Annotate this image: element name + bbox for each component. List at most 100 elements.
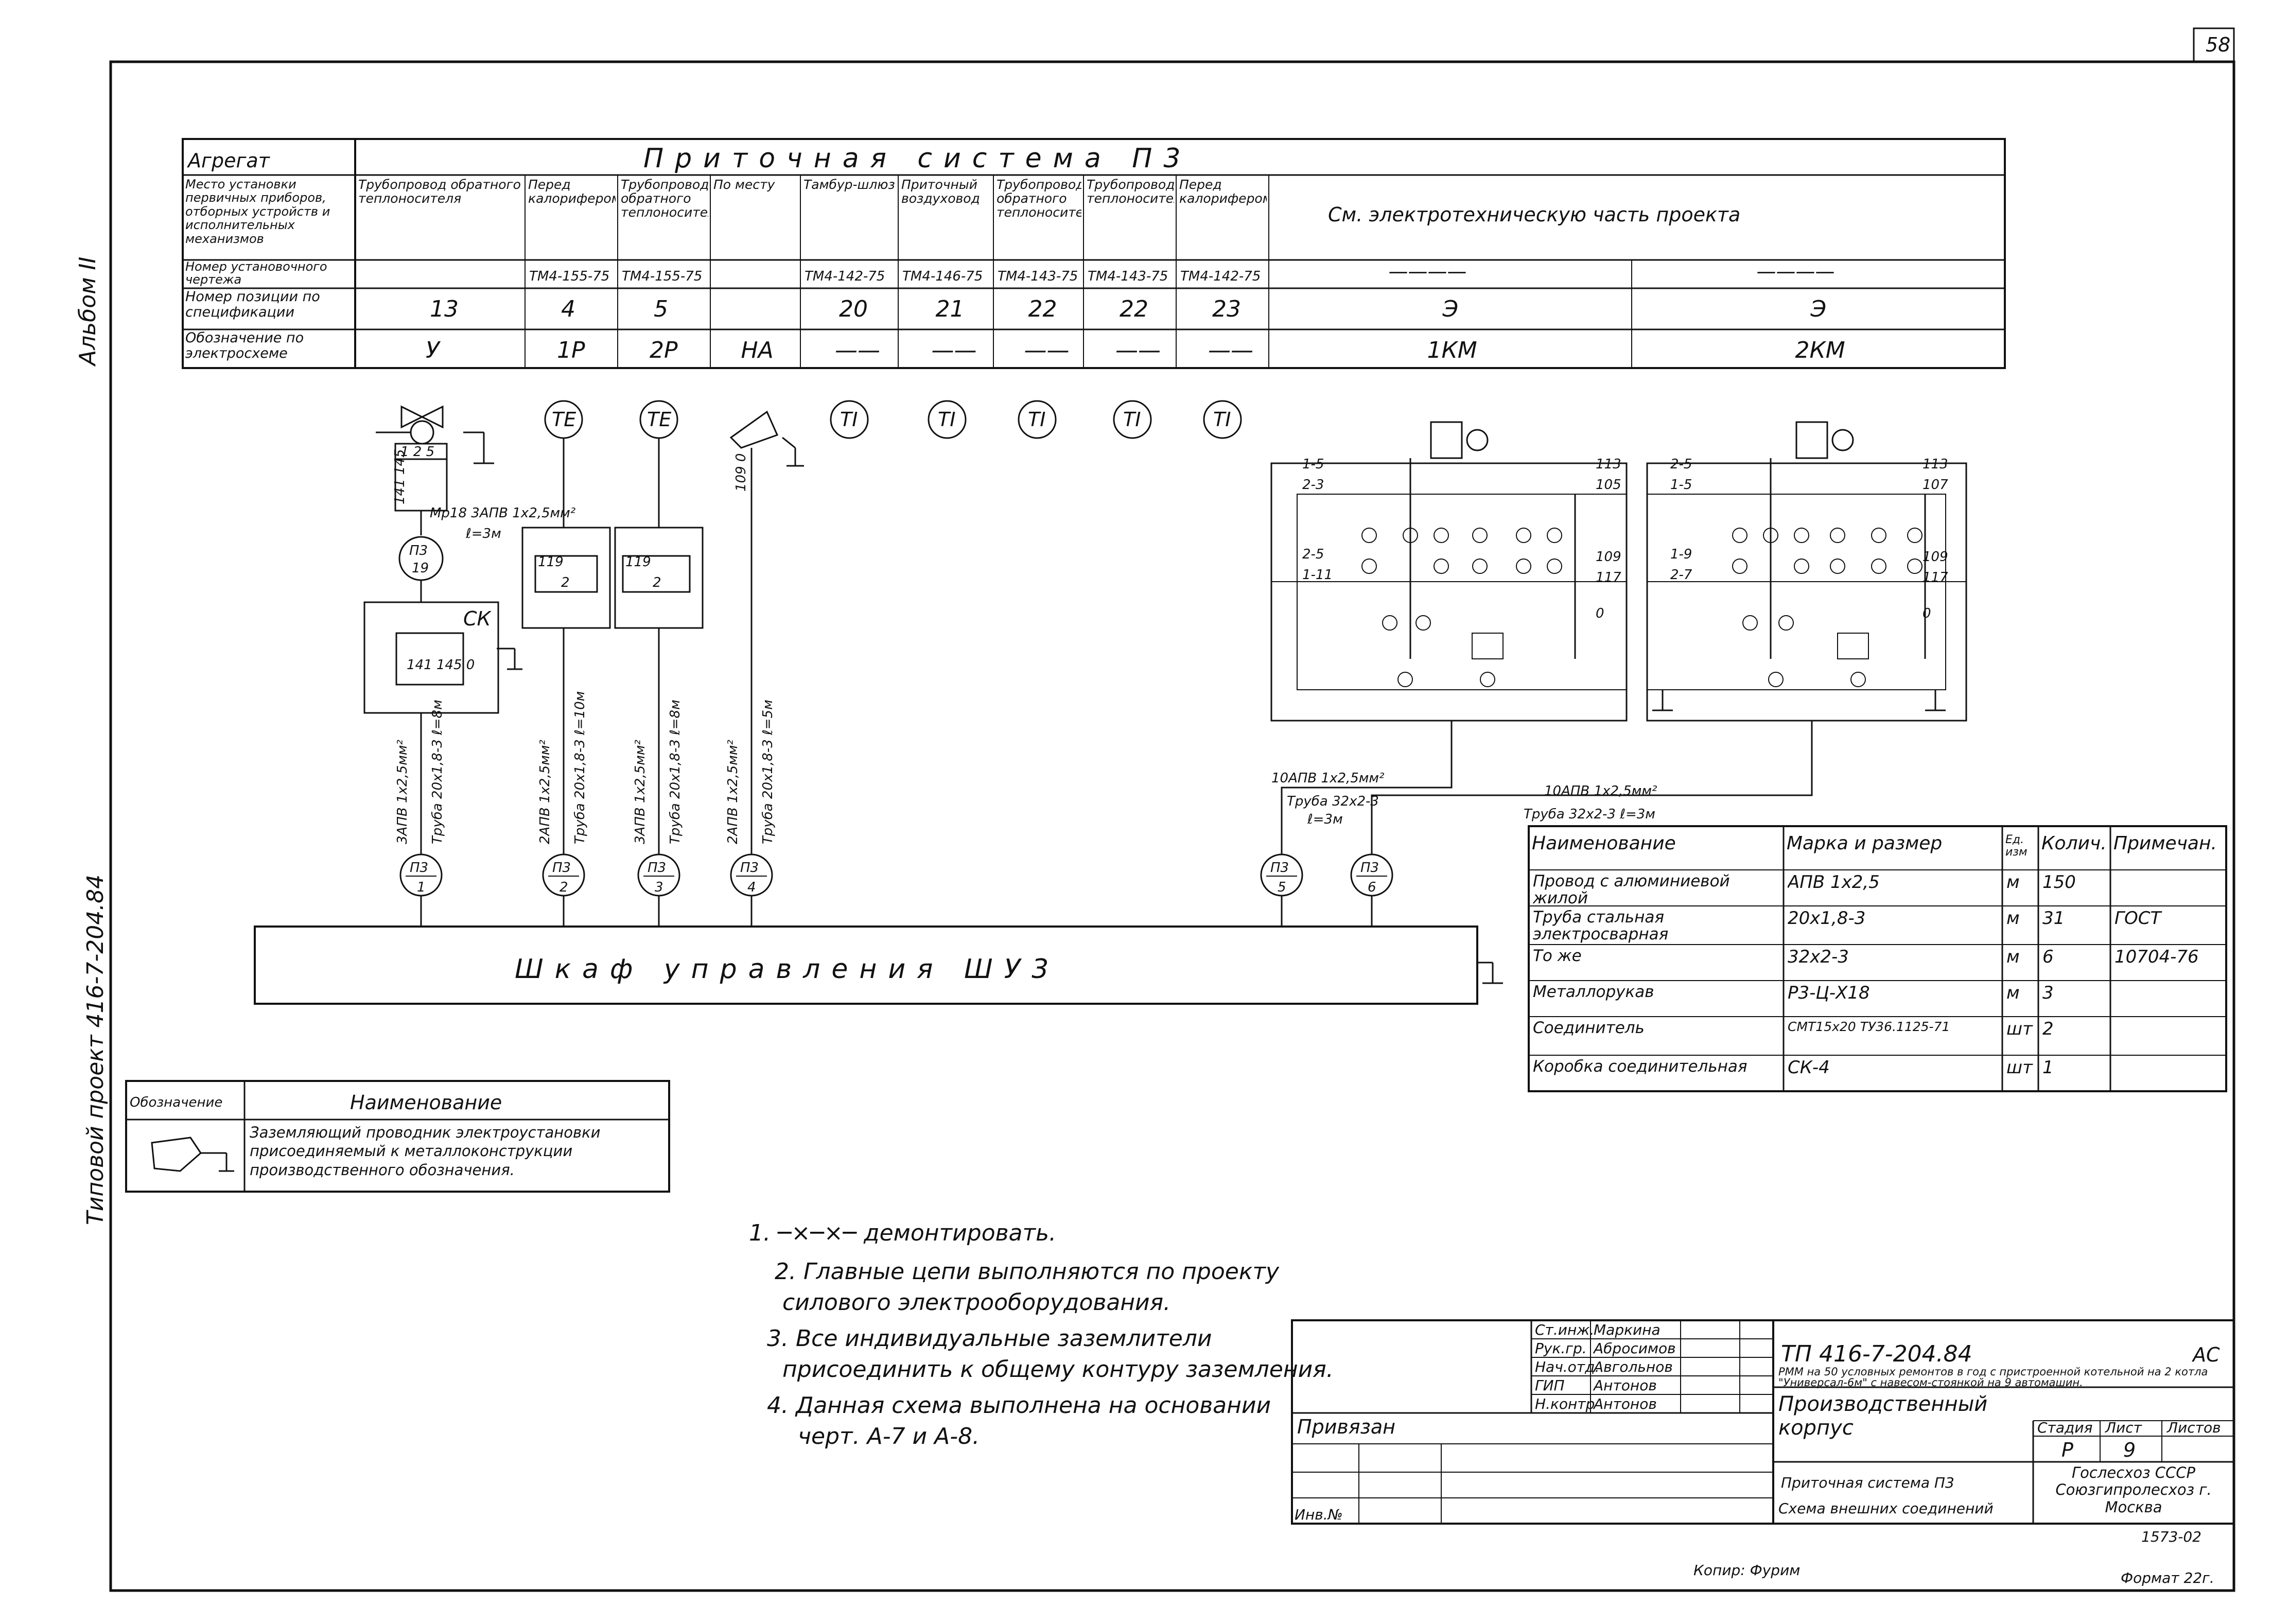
tb-person-3: Антонов [1593, 1377, 1657, 1394]
terminal-4-top: П3 [740, 860, 759, 876]
tb-person-2: Авгольнов [1593, 1358, 1673, 1375]
cable-5-pipe: Труба 32х2-3 [1287, 794, 1379, 809]
col-5-position: 21 [936, 296, 965, 322]
legend-header-name: Наименование [350, 1091, 502, 1114]
col-1-place: Перед калорифером [528, 178, 616, 206]
col-3-place: По месту [713, 178, 775, 192]
sheets-header: Листов [2166, 1419, 2221, 1436]
cabinet-label: Шкаф управления ШУ3 [515, 954, 1060, 985]
note-line-3: 3. Все индивидуальные заземлители [767, 1325, 1212, 1352]
col-6-scheme: —— [1024, 337, 1070, 363]
rcol-0-scheme: 1КМ [1427, 337, 1477, 363]
te1-term-0: 119 [538, 554, 564, 570]
starter1Labels-out-0: 113 [1596, 457, 1621, 472]
grounding-symbol [151, 1137, 202, 1172]
spec-row-2-col-1: 32х2-3 [1788, 948, 1849, 967]
starter1Labels-out-3: 117 [1596, 570, 1621, 585]
col-8-drawing: ТМ4-142-75 [1180, 269, 1261, 284]
see-electrical-note: См. электротехническую часть проекта [1328, 203, 1740, 226]
terminal-5-top: П3 [1270, 860, 1289, 876]
spec-row-4-col-3: 2 [2042, 1020, 2054, 1039]
spec-row-4-col-0: Соединитель [1533, 1020, 1645, 1037]
tb-person-4: Антонов [1593, 1395, 1657, 1412]
valve-cable-label: Мр18 3АПВ 1х2,5мм² [430, 505, 575, 521]
col-4-position: 20 [839, 296, 868, 322]
rcol-0-position: Э [1442, 296, 1459, 322]
project-name: РММ на 50 условных ремонтов в год с прис… [1778, 1367, 2208, 1388]
starter2Labels-out-4: 0 [1923, 606, 1931, 621]
spec-row-0-col-2: м [2006, 873, 2020, 893]
starter1Labels-out-1: 105 [1596, 477, 1621, 493]
spec-row-3-col-3: 3 [2042, 984, 2054, 1003]
horn-cable: 109 0 [733, 453, 749, 492]
tb-role-0: Ст.инж. [1535, 1321, 1594, 1338]
ti-sensors: TI TI TI TI TI [830, 400, 1242, 439]
valve-terminals: 1 2 5 [400, 444, 434, 460]
starter2Labels-out-0: 113 [1923, 457, 1948, 472]
ti-3: TI [1028, 408, 1045, 431]
note-line-1: 2. Главные цепи выполняются по проекту [775, 1259, 1280, 1285]
spec-row-5-col-0: Коробка соединительная [1533, 1058, 1747, 1076]
spec-row-3-col-1: Р3-Ц-Х18 [1788, 984, 1870, 1003]
note-line-6: черт. А-7 и А-8. [798, 1423, 980, 1450]
tb-person-0: Маркина [1594, 1321, 1661, 1338]
sheet-title-2: Схема внешних соединений [1778, 1500, 1994, 1517]
te-sensor-1: ТЕ 119 2 [521, 400, 611, 854]
system-title: Приточная система П3 [643, 143, 1192, 174]
terminal-5-num: 5 [1278, 880, 1286, 895]
rcol-1-drawing: ———— [1757, 260, 1835, 283]
spec-row-5-col-2: шт [2006, 1058, 2033, 1078]
col-8-place: Перед калорифером [1179, 178, 1267, 206]
col-7-place: Трубопровод теплоносителя [1087, 178, 1174, 206]
col-5-drawing: ТМ4-146-75 [902, 269, 983, 284]
row-label-drawing: Номер установочного чертежа [185, 260, 327, 287]
terminal-1-num: 1 [417, 880, 426, 895]
junction-num: 19 [412, 561, 429, 576]
spec-row-5-col-3: 1 [2042, 1058, 2054, 1078]
stage-value: Р [2061, 1439, 2073, 1461]
col-2-place: Трубопровод обратного теплоносителя [621, 178, 708, 220]
ti-5: TI [1213, 408, 1231, 431]
top-table: Агрегат Место установки первичных прибор… [182, 138, 2006, 369]
col-1-scheme: 1Р [557, 337, 585, 363]
spec-row-4-col-2: шт [2006, 1020, 2033, 1039]
col-0-position: 13 [430, 296, 459, 322]
cable-6-pipe: Труба 32х2-3 ℓ=3м [1524, 807, 1655, 822]
junction-top: П3 [409, 543, 428, 558]
terminal-1-top: П3 [410, 860, 428, 876]
archive-number: 1573-02 [2141, 1528, 2201, 1545]
privyazan-label: Привязан [1297, 1416, 1395, 1438]
col-6-drawing: ТМ4-143-75 [998, 269, 1078, 284]
col-6-place: Трубопровод обратного теплоносителя [997, 178, 1081, 220]
starter2Labels-in-2: 1-9 [1670, 547, 1692, 562]
spec-row-1-col-4: ГОСТ [2114, 909, 2161, 929]
spec-header-1: Марка и размер [1787, 834, 1943, 854]
row-label-aggregate: Агрегат [186, 149, 271, 172]
col-6-position: 22 [1028, 296, 1057, 322]
col-8-scheme: —— [1208, 337, 1253, 363]
cable-6-spec: 10АПВ 1х2,5мм² [1544, 783, 1657, 799]
col-0-place: Трубопровод обратного теплоносителя [358, 178, 521, 206]
spec-row-1-col-1: 20х1,8-3 [1788, 909, 1866, 929]
sheet-value: 9 [2123, 1439, 2136, 1461]
typical-project-label: Типовой проект 416-7-204.84 [82, 875, 109, 1225]
cable-1-spec: 3АПВ 1х2,5мм² [395, 740, 410, 844]
starter-cables [1281, 721, 1813, 854]
cable-4-pipe: Труба 20х1,8-3 ℓ=5м [760, 700, 776, 844]
sheet-frame [109, 60, 2235, 1592]
terminal-2-top: П3 [552, 860, 571, 876]
cable-4-spec: 2АПВ 1х2,5мм² [725, 740, 741, 844]
tb-role-1: Рук.гр. [1535, 1340, 1587, 1357]
page-number: 58 [2206, 33, 2230, 56]
tb-role-2: Нач.отд. [1535, 1358, 1599, 1375]
ck-label: СК [463, 607, 492, 630]
valve-actuator: 1 2 5 141 145 Мр18 3АПВ 1х2,5мм² ℓ=3м П3… [376, 405, 575, 602]
starter2Labels-in-1: 1-5 [1670, 477, 1692, 493]
te2-label: ТЕ [647, 408, 671, 431]
spec-header-0: Наименование [1532, 834, 1676, 854]
col-2-position: 5 [654, 296, 668, 322]
starter2Labels-out-2: 109 [1923, 549, 1948, 565]
cable-5-spec: 10АПВ 1х2,5мм² [1271, 771, 1384, 786]
